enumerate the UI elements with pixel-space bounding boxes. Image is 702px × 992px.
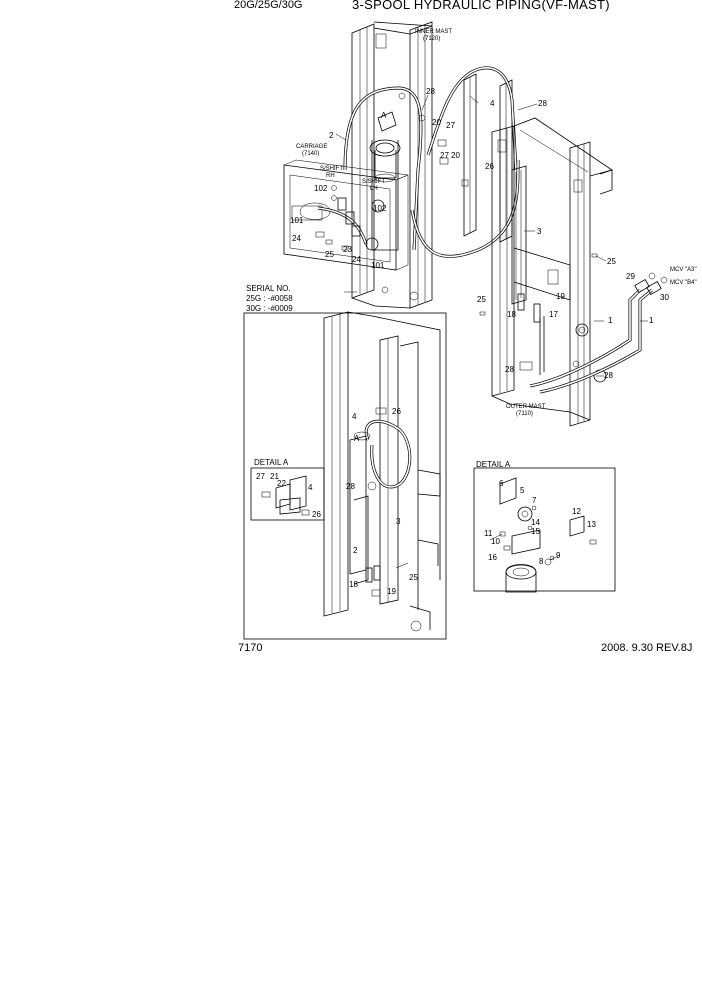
detail-a-left-title: DETAIL A [254, 458, 289, 467]
callout: 28 [426, 87, 435, 96]
callout: 9 [556, 551, 561, 560]
carriage-code: (7140) [302, 151, 319, 157]
callout: 102 [314, 184, 328, 193]
detail-a-right-frame [473, 467, 616, 592]
callout: 28 [346, 482, 355, 491]
callout: 28 [604, 371, 613, 380]
callout: 27 [256, 472, 265, 481]
detail-a-left-drawing [261, 475, 310, 516]
callout: 15 [531, 527, 540, 536]
callout: 20 [432, 118, 441, 127]
callout: 27 [446, 121, 455, 130]
callout: 11 [484, 529, 493, 538]
main-callouts: 28 2 4 28 20 27 27 20 26 102 102 101 24 … [290, 29, 697, 417]
callout: 25 [325, 250, 334, 259]
outer-mast-caption: OUTER MAST [506, 404, 546, 410]
serial-line-30g: 30G : -#0009 [246, 304, 293, 313]
callout: 26 [392, 407, 401, 416]
callout: 26 [312, 510, 321, 519]
callout: 28 [538, 99, 547, 108]
serial-heading: SERIAL NO. [246, 284, 291, 293]
callout: 6 [499, 479, 504, 488]
sishift-rh-caption: S/SHIFT [320, 166, 343, 172]
callout: 22 [277, 479, 286, 488]
outer-mast-drawing [410, 66, 668, 427]
callout: 3 [537, 227, 542, 236]
callout: 24 [292, 234, 301, 243]
callout: 101 [290, 216, 304, 225]
detail-a-right-title: DETAIL A [476, 460, 511, 469]
callout: 21 [270, 472, 279, 481]
callout: 12 [572, 507, 581, 516]
callout: 20 [451, 151, 460, 160]
callout: 25 [607, 257, 616, 266]
callout: 5 [520, 486, 525, 495]
callout: 25 [409, 573, 418, 582]
view-a-marker: A [381, 111, 387, 120]
callout: 2 [353, 546, 358, 555]
callout: 1 [649, 316, 654, 325]
sishift-lh-side: LH [370, 186, 378, 192]
model-code: 20G/25G/30G [234, 0, 303, 11]
callout: 18 [507, 310, 516, 319]
callout: 10 [491, 537, 500, 546]
callout: 24 [352, 255, 361, 264]
callout: 101 [371, 261, 385, 270]
callout: 4 [490, 99, 495, 108]
inset-callouts: 4 26 28 3 2 25 18 19 A [346, 407, 418, 596]
inner-mast-caption: INNER MAST [415, 29, 452, 35]
carriage-drawing [283, 159, 409, 271]
callout: 16 [488, 553, 497, 562]
inner-mast-drawing [343, 21, 433, 309]
callout: 2 [329, 131, 334, 140]
callout: 29 [626, 272, 635, 281]
callout: 1 [608, 316, 613, 325]
callout: 28 [505, 365, 514, 374]
callout: 23 [343, 245, 352, 254]
serial-line-25g: 25G : -#0058 [246, 294, 293, 303]
callout: 19 [556, 292, 565, 301]
leader-lines [335, 94, 648, 569]
detail-a-right-drawing [499, 477, 597, 593]
inset-mast-drawing [323, 311, 441, 632]
page-number: 7170 [238, 642, 263, 654]
callout: 7 [532, 496, 537, 505]
page-title: 3-SPOOL HYDRAULIC PIPING(VF-MAST) [352, 0, 610, 12]
callout: 26 [485, 162, 494, 171]
sishift-lh-caption: S/SHIFT [362, 179, 385, 185]
detail-right-callouts: DETAIL A 6 5 7 14 15 11 10 16 8 9 12 13 [476, 460, 596, 566]
detail-a-left-frame [250, 467, 325, 521]
carriage-caption: CARRIAGE [296, 144, 327, 150]
callout: 25 [477, 295, 486, 304]
callout: 30 [660, 293, 669, 302]
callout: 4 [308, 483, 313, 492]
callout: 17 [549, 310, 558, 319]
callout: 3 [396, 517, 401, 526]
callout: 27 [440, 151, 449, 160]
callout: 19 [387, 587, 396, 596]
outer-mast-code: (7110) [516, 411, 533, 417]
callout: 102 [373, 204, 387, 213]
revision-date: 2008. 9.30 REV.8J [601, 642, 693, 654]
mcv-a3-caption: MCV "A3" [670, 267, 697, 273]
detail-left-callouts: DETAIL A 27 21 22 4 26 [254, 458, 321, 519]
inner-mast-code: (7120) [423, 36, 440, 42]
callout: 8 [539, 557, 544, 566]
callout: 4 [352, 412, 357, 421]
callout: 13 [587, 520, 596, 529]
callout: 18 [349, 580, 358, 589]
sishift-rh-side: RH [326, 173, 335, 179]
mcv-b4-caption: MCV "B4" [670, 280, 697, 286]
view-a-marker-inset: A [354, 434, 360, 443]
callout: 14 [531, 518, 540, 527]
